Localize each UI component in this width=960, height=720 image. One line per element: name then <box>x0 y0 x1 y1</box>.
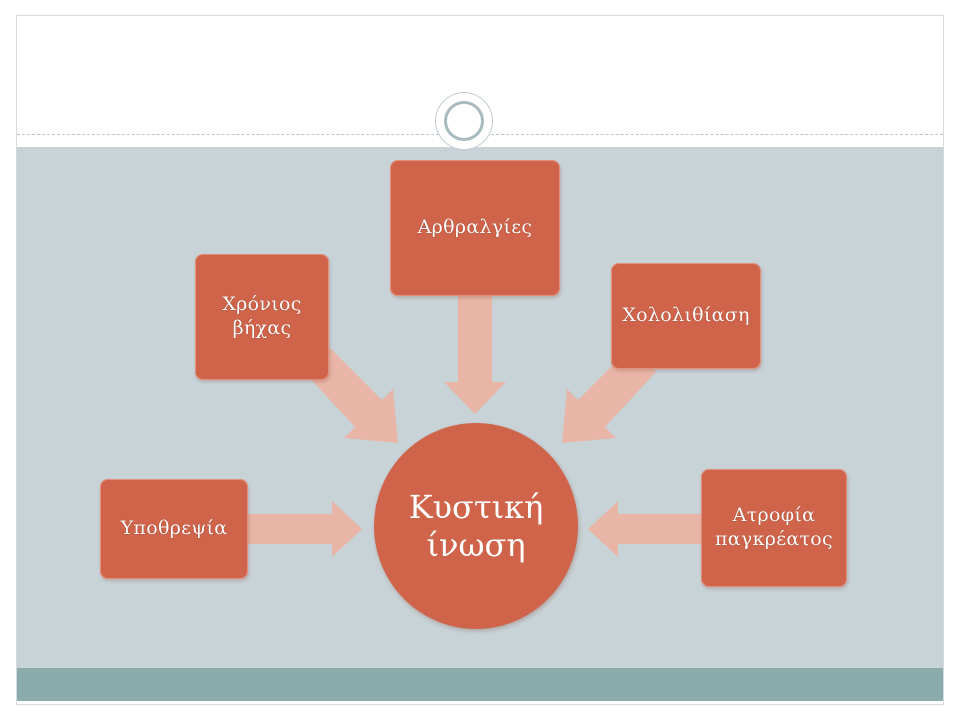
arrow-from-cholelithiasis <box>562 348 656 443</box>
node-label: Υποθρεψία <box>120 517 228 540</box>
title-ring-ornament <box>436 93 492 149</box>
node-arthralgies: Αρθραλγίες <box>390 160 560 296</box>
node-infertility: Υποθρεψία <box>100 479 248 579</box>
node-label: Χολολιθίαση <box>622 304 750 327</box>
arrow-from-infertility <box>248 501 362 557</box>
footer-band <box>17 668 943 701</box>
center-label: Κυστική ίνωση <box>408 487 544 564</box>
node-cholelithiasis: Χολολιθίαση <box>611 263 761 369</box>
node-label: Ατροφία παγκρέατος <box>715 504 833 550</box>
node-label: Αρθραλγίες <box>417 216 533 239</box>
arrow-from-pancreatic-atrophy <box>588 501 702 557</box>
ring-inner-circle <box>444 101 484 141</box>
node-label: Χρόνιος βήχας <box>222 293 302 339</box>
center-node-cystic-fibrosis: Κυστική ίνωση <box>374 423 578 629</box>
node-chronic-cough: Χρόνιος βήχας <box>195 254 329 380</box>
arrow-from-arthralgies <box>444 296 506 414</box>
node-pancreatic-atrophy: Ατροφία παγκρέατος <box>701 469 847 587</box>
